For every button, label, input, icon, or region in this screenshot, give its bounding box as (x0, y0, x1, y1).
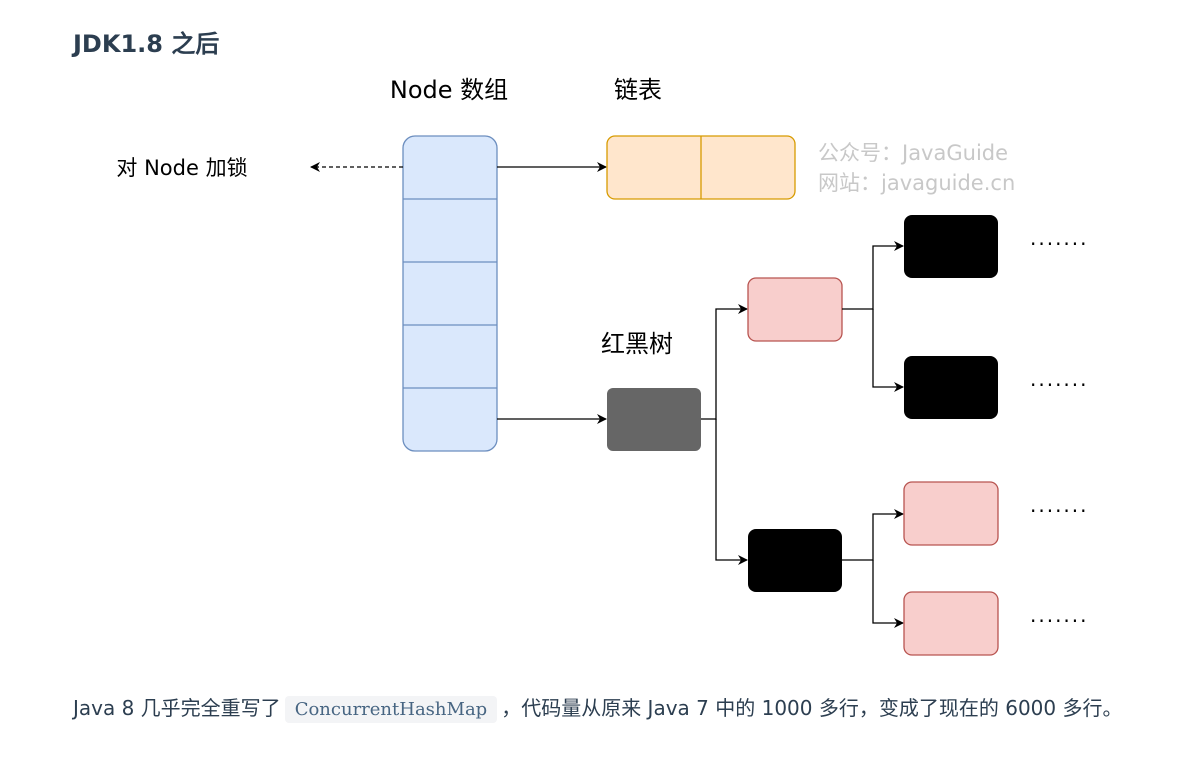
tree-node-red (747, 277, 843, 342)
ellipsis: ······· (1030, 499, 1089, 523)
concurrenthashmap-diagram: Node 数组 链表 红黑树 对 Node 加锁 公众号：JavaGuide 网… (116, 76, 1089, 656)
black-node-connector (872, 560, 904, 628)
red-node-connector (842, 241, 904, 310)
lock-label: 对 Node 加锁 (116, 156, 247, 180)
paragraph-text-after: ，代码量从原来 Java 7 中的 1000 多行，变成了现在的 6000 多行… (501, 696, 1123, 720)
ellipsis: ······· (1030, 609, 1089, 633)
node-array-label: Node 数组 (390, 76, 508, 104)
node-array (402, 135, 498, 452)
inline-code: ConcurrentHashMap (284, 696, 498, 723)
paragraph-text-before: Java 8 几乎完全重写了 (73, 696, 281, 720)
tree-node-black (904, 356, 998, 419)
array-outline (402, 135, 498, 452)
root-connector (715, 419, 748, 565)
red-node-connector (872, 309, 904, 392)
ellipsis: ······· (1030, 232, 1089, 256)
tree-node-black (748, 529, 842, 592)
root-connector (701, 304, 748, 420)
ellipsis: ······· (1030, 373, 1089, 397)
linked-list-label: 链表 (614, 76, 662, 104)
section-heading: JDK1.8 之后 (73, 30, 220, 58)
linked-list-node (606, 135, 796, 200)
black-node-connector (842, 509, 904, 561)
tree-node-red (903, 481, 999, 546)
watermark-line1: 公众号：JavaGuide (818, 141, 1008, 165)
tree-node-black (904, 215, 998, 278)
red-black-tree-label: 红黑树 (601, 330, 673, 358)
tree-node-red (903, 591, 999, 656)
watermark-line2: 网站：javaguide.cn (818, 171, 1015, 195)
tree-root-node (607, 388, 701, 451)
